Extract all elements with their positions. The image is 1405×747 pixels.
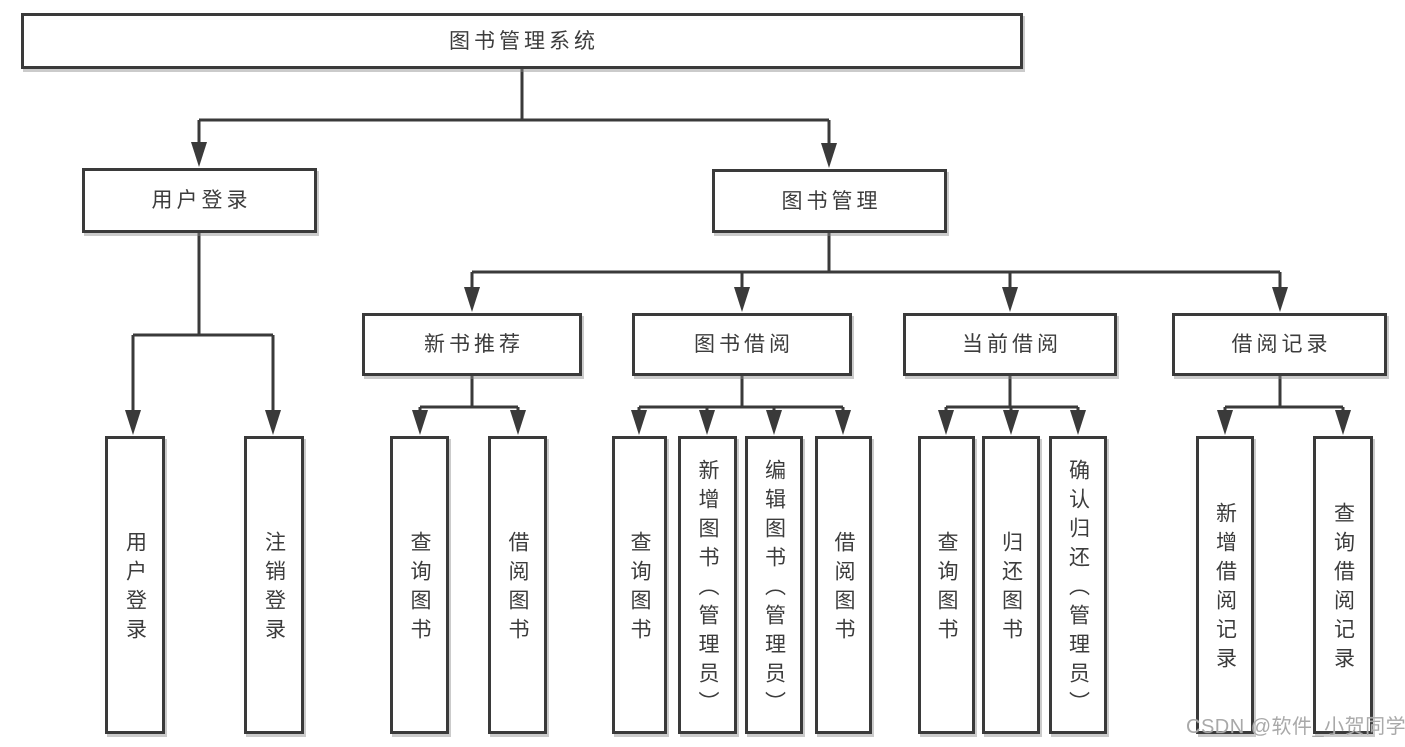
leaf-label: 注销登录 [262,531,286,647]
leaf-label: 查询借阅记录 [1331,502,1355,676]
leaf-edit-books-admin: 编辑图书（管理员） [745,436,803,734]
leaf-label: 归还图书 [999,531,1023,647]
leaf-query-books-borrowing: 查询图书 [612,436,667,734]
leaf-label: 查询图书 [935,531,958,647]
node-label: 当前借阅 [962,333,1062,356]
leaf-add-books-admin: 新增图书（管理员） [678,436,737,734]
leaf-confirm-return-admin: 确认归还（管理员） [1049,436,1107,734]
leaf-label: 借阅图书 [832,531,855,647]
leaf-return-books: 归还图书 [982,436,1040,734]
node-book-management: 图书管理 [712,169,947,233]
node-borrowing-records: 借阅记录 [1172,313,1387,376]
leaf-label: 查询图书 [628,531,651,647]
node-library-management-system: 图书管理系统 [21,13,1023,69]
leaf-label: 借阅图书 [506,531,529,647]
leaf-query-borrow-record: 查询借阅记录 [1313,436,1373,734]
leaf-label: 编辑图书（管理员） [762,458,786,720]
leaf-borrow-books-recommend: 借阅图书 [488,436,547,734]
node-user-login: 用户登录 [82,168,317,233]
node-label: 图书借阅 [694,333,794,356]
csdn-watermark: CSDN @软件_小贺同学 [1186,716,1405,738]
leaf-logout: 注销登录 [244,436,304,734]
leaf-user-login: 用户登录 [105,436,165,734]
node-label: 图书管理 [781,189,882,213]
node-label: 用户登录 [151,189,252,212]
node-current-borrowing: 当前借阅 [903,313,1117,376]
leaf-label: 确认归还（管理员） [1066,458,1090,720]
leaf-label: 用户登录 [123,531,147,647]
node-label: 图书管理系统 [449,29,599,53]
leaf-add-borrow-record: 新增借阅记录 [1196,436,1254,734]
leaf-label: 新增借阅记录 [1213,502,1237,676]
node-new-book-recommend: 新书推荐 [362,313,582,376]
node-label: 新书推荐 [424,333,524,356]
leaf-label: 新增图书（管理员） [696,458,719,720]
leaf-label: 查询图书 [408,531,431,647]
leaf-query-books-recommend: 查询图书 [390,436,449,734]
leaf-query-books-current: 查询图书 [918,436,975,734]
node-label: 借阅记录 [1231,333,1332,356]
leaf-borrow-books-borrowing: 借阅图书 [815,436,872,734]
node-book-borrowing: 图书借阅 [632,313,852,376]
